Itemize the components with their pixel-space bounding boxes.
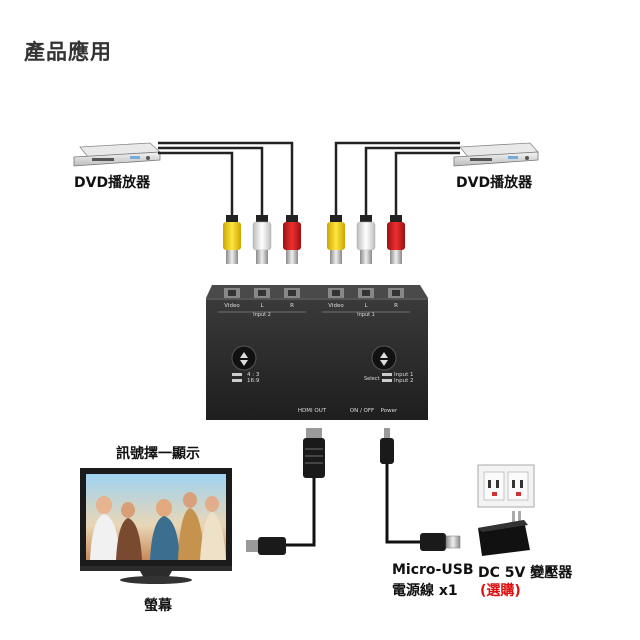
power-adapter (478, 511, 530, 556)
label-r-input2: R (290, 303, 294, 309)
screen-label: 螢幕 (144, 598, 172, 614)
label-input2-group: Input 2 (253, 312, 271, 318)
label-select-input2: Input 2 (394, 378, 414, 384)
signal-select-label: 訊號擇一顯示 (116, 446, 200, 462)
adapter-label-line1: DC 5V 變壓器 (478, 565, 573, 581)
adapter-label-line2: (選購) (480, 583, 521, 599)
rca-plug-right-input1 (387, 215, 405, 264)
label-aspect-16-9: 16:9 (247, 378, 260, 384)
dvd-player-right-label: DVD播放器 (456, 175, 533, 191)
micro-usb-cable (380, 428, 461, 551)
dvd-player-left (73, 142, 161, 167)
label-hdmi-out: HDMI OUT (298, 408, 327, 414)
tv-image-people (90, 492, 226, 560)
usb-cable-label-line1: Micro-USB (392, 562, 474, 578)
aspect-ratio-knob (231, 345, 257, 371)
rca-plug-right-input2 (283, 215, 301, 264)
dvd-player-left-label: DVD播放器 (74, 175, 151, 191)
label-l-input1: L (364, 303, 368, 309)
rca-plug-left-input2 (252, 215, 272, 264)
label-input1-group: Input 1 (357, 312, 375, 318)
page-title: 產品應用 (24, 40, 112, 64)
label-on-off: ON / OFF (350, 408, 374, 414)
label-video-input1: Video (328, 303, 344, 309)
rca-plug-video-input2 (223, 215, 241, 264)
label-l-input2: L (260, 303, 264, 309)
label-select: Select (364, 376, 379, 382)
dvd-player-right (453, 142, 539, 167)
rca-jacks-input2 (224, 288, 300, 298)
hdmi-cable (246, 428, 325, 555)
label-r-input1: R (394, 303, 398, 309)
rca-plug-video-input1 (327, 215, 345, 264)
rca-cables-right (334, 141, 460, 215)
label-power: Power (381, 408, 398, 414)
rca-jacks-input1 (328, 288, 404, 298)
rca-cables-left (158, 141, 294, 215)
label-select-input1: Input 1 (394, 372, 414, 378)
label-aspect-4-3: 4 : 3 (247, 372, 260, 378)
input-select-knob (371, 345, 397, 371)
av-switch-device: Video L R Input 2 Video L R Input 1 4 : … (206, 285, 428, 420)
label-video-input2: Video (224, 303, 240, 309)
wall-outlet (477, 464, 535, 508)
rca-plug-left-input1 (356, 215, 376, 264)
tv-screen (80, 468, 232, 584)
usb-cable-label-line2: 電源線 x1 (392, 583, 458, 599)
